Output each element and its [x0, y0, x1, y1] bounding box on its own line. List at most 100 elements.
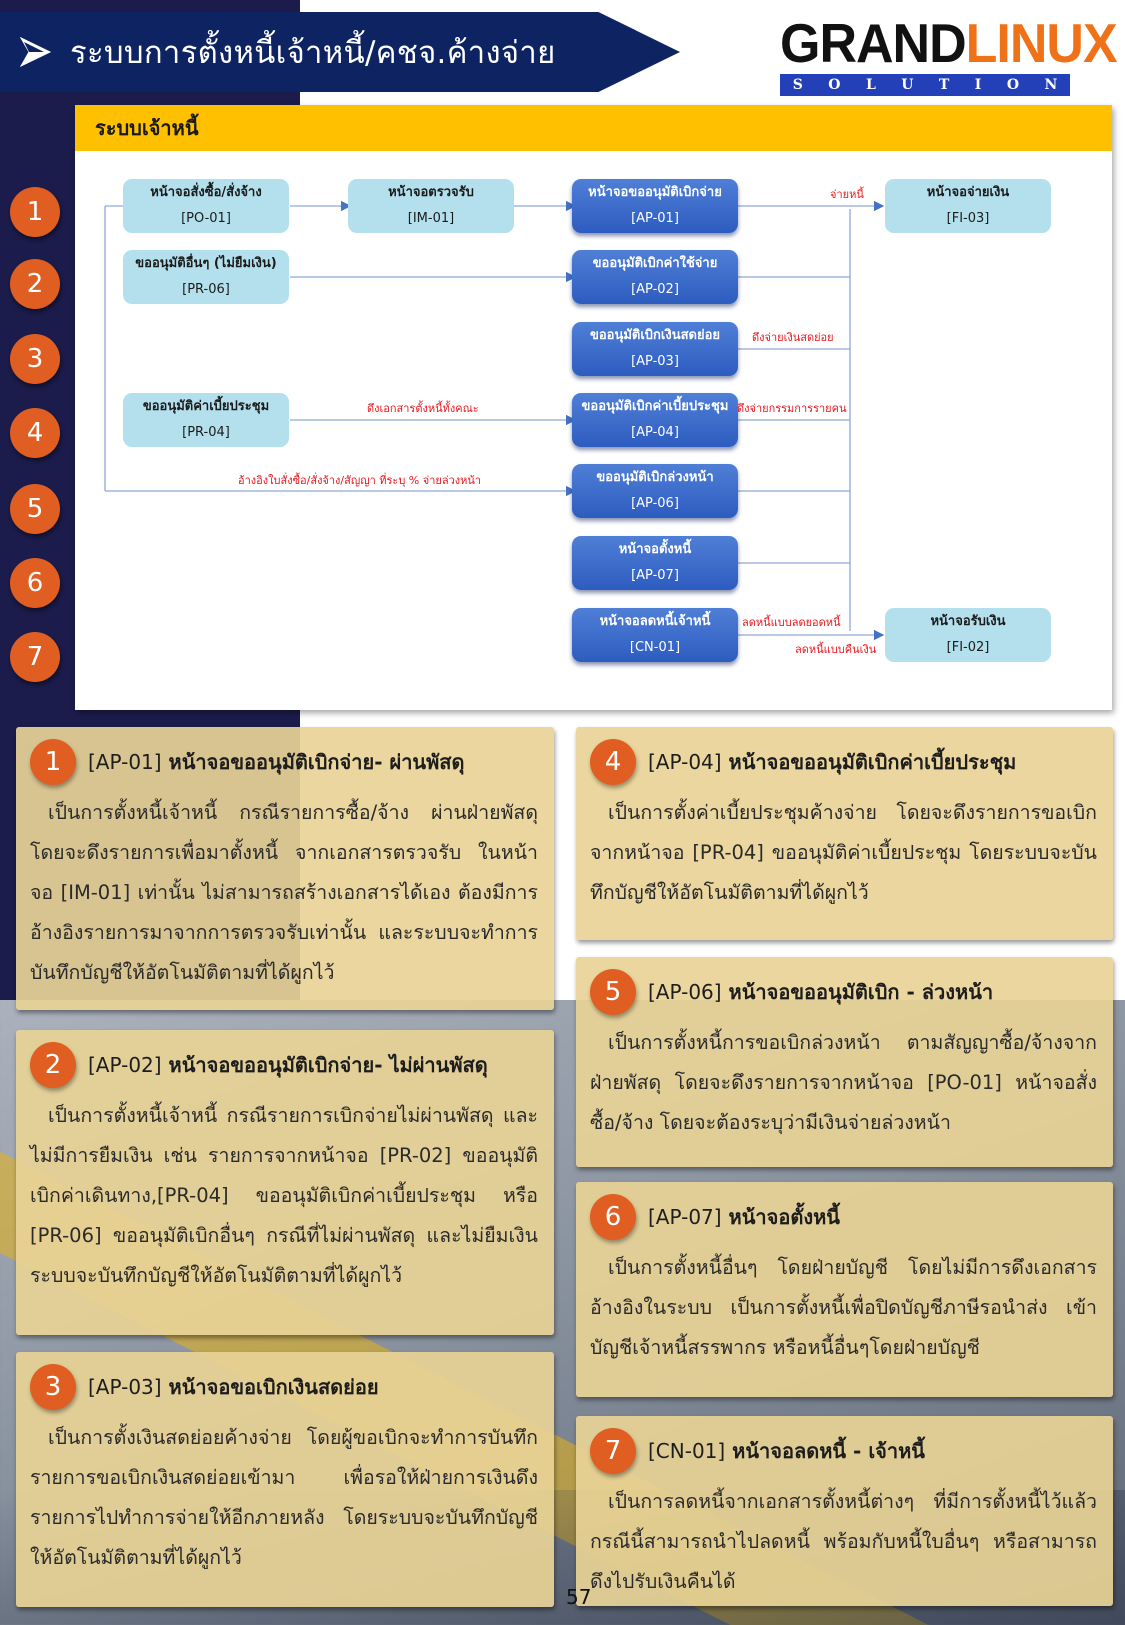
node-fi-03: หน้าจอจ่ายเงิน [FI-03] [885, 179, 1051, 233]
edge-label-meeting-all: ดึงเอกสารตั้งหนี้ทั้งคณะ [367, 402, 479, 415]
card-number-badge: 3 [30, 1364, 76, 1410]
node-code: [AP-01] [631, 211, 679, 226]
connector-lines [104, 200, 885, 641]
node-label: หน้าจอตรวจรับ [388, 185, 474, 200]
node-label: ขออนุมัติอื่นๆ (ไม่ยืมเงิน) [135, 256, 277, 271]
card-number-badge: 5 [590, 969, 636, 1015]
card-ap-01: 1 [AP-01] หน้าจอขออนุมัติเบิกจ่าย- ผ่านพ… [16, 727, 554, 1010]
card-body: เป็นการลดหนี้จากเอกสารตั้งหนี้ต่างๆ ที่ม… [590, 1490, 1097, 1593]
node-ap-06: ขออนุมัติเบิกล่วงหน้า [AP-06] [572, 464, 738, 518]
node-ap-07: หน้าจอตั้งหนี้ [AP-07] [572, 536, 738, 590]
node-label: หน้าจอสั่งซื้อ/สั่งจ้าง [150, 185, 262, 200]
node-code: [AP-03] [631, 354, 679, 369]
node-ap-01: หน้าจอขออนุมัติเบิกจ่าย [AP-01] [572, 179, 738, 233]
card-number-badge: 2 [30, 1042, 76, 1088]
logo-letter: N [1044, 77, 1058, 93]
diagram-header: ระบบเจ้าหนี้ [75, 105, 1112, 151]
node-pr-04: ขออนุมัติค่าเบี้ยประชุม [PR-04] [123, 393, 289, 447]
node-label: หน้าจอขออนุมัติเบิกจ่าย [588, 185, 722, 200]
flow-diagram-panel: ระบบเจ้าหนี้ [75, 105, 1112, 710]
step-number-5: 5 [10, 484, 60, 534]
node-label: หน้าจอลดหนี้เจ้าหนี้ [599, 614, 711, 629]
logo-letter: S [792, 77, 803, 93]
node-label: ขออนุมัติค่าเบี้ยประชุม [142, 399, 270, 414]
card-cn-01: 7 [CN-01] หน้าจอลดหนี้ - เจ้าหนี้ เป็นกา… [576, 1416, 1113, 1606]
card-title: [AP-07] หน้าจอตั้งหนี้ [648, 1205, 840, 1229]
page-title: ระบบการตั้งหนี้เจ้าหนี้/คชจ.ค้างจ่าย [70, 35, 556, 71]
edge-label-reduce-refund: ลดหนี้แบบคืนเงิน [795, 643, 877, 656]
edge-label-meeting-each: ดึงจ่ายกรรมการรายคน [737, 402, 847, 415]
page-number: 57 [566, 1585, 592, 1609]
card-number-badge: 4 [590, 739, 636, 785]
step-number-6: 6 [10, 558, 60, 608]
card-body: เป็นการตั้งหนี้เจ้าหนี้ กรณีรายการเบิกจ่… [30, 1104, 538, 1287]
node-label: ขออนุมัติเบิกล่วงหน้า [596, 470, 714, 485]
node-label: ขออนุมัติเบิกเงินสดย่อย [589, 328, 721, 343]
card-title: [AP-04] หน้าจอขออนุมัติเบิกค่าเบี้ยประชุ… [648, 750, 1017, 774]
node-ap-03: ขออนุมัติเบิกเงินสดย่อย [AP-03] [572, 322, 738, 376]
card-ap-07: 6 [AP-07] หน้าจอตั้งหนี้ เป็นการตั้งหนี้… [576, 1182, 1113, 1397]
card-title: [CN-01] หน้าจอลดหนี้ - เจ้าหนี้ [648, 1439, 925, 1463]
node-code: [PR-04] [182, 425, 230, 440]
node-cn-01: หน้าจอลดหนี้เจ้าหนี้ [CN-01] [572, 608, 738, 662]
node-label: ขออนุมัติเบิกค่าใช้จ่าย [592, 256, 718, 271]
logo-letter: O [1006, 77, 1020, 93]
title-banner: ระบบการตั้งหนี้เจ้าหนี้/คชจ.ค้างจ่าย [0, 12, 680, 92]
node-code: [AP-07] [631, 568, 679, 583]
node-code: [CN-01] [629, 640, 681, 655]
logo-letter: U [901, 77, 914, 93]
card-number-badge: 6 [590, 1194, 636, 1240]
edge-label-reduce-balance: ลดหนี้แบบลดยอดหนี้ [742, 616, 841, 629]
card-ap-02: 2 [AP-02] หน้าจอขออนุมัติเบิกจ่าย- ไม่ผ่… [16, 1030, 554, 1335]
card-body: เป็นการตั้งค่าเบี้ยประชุมค้างจ่าย โดยจะด… [590, 801, 1097, 904]
node-po-01: หน้าจอสั่งซื้อ/สั่งจ้าง [PO-01] [123, 179, 289, 233]
logo-letter: T [938, 77, 950, 93]
logo-word-grand: GRAND [780, 13, 967, 75]
step-number-7: 7 [10, 632, 60, 682]
node-code: [AP-06] [631, 496, 679, 511]
node-label: หน้าจอตั้งหนี้ [618, 542, 692, 557]
flow-diagram: หน้าจอสั่งซื้อ/สั่งจ้าง [PO-01] หน้าจอตร… [75, 151, 1112, 710]
arrowhead-bullet-icon [19, 36, 52, 68]
card-body: เป็นการตั้งหนี้เจ้าหนี้ กรณีรายการซื้อ/จ… [30, 801, 538, 984]
node-code: [IM-01] [407, 211, 455, 226]
edge-label-advance-ref: อ้างอิงใบสั่งซื้อ/สั่งจ้าง/สัญญา ที่ระบุ… [238, 474, 482, 487]
card-body: เป็นการตั้งเงินสดย่อยค้างจ่าย โดยผู้ขอเบ… [30, 1426, 538, 1569]
node-label: หน้าจอรับเงิน [930, 614, 1006, 629]
node-code: [FI-02] [946, 640, 990, 655]
node-code: [PO-01] [181, 211, 231, 226]
node-code: [FI-03] [946, 211, 990, 226]
node-fi-02: หน้าจอรับเงิน [FI-02] [885, 608, 1051, 662]
edge-label-pay-debt: จ่ายหนี้ [830, 188, 864, 201]
node-code: [AP-02] [631, 282, 679, 297]
step-number-4: 4 [10, 408, 60, 458]
edge-label-petty-cash: ดึงจ่ายเงินสดย่อย [752, 331, 834, 344]
card-title: [AP-02] หน้าจอขออนุมัติเบิกจ่าย- ไม่ผ่าน… [88, 1053, 488, 1077]
node-ap-02: ขออนุมัติเบิกค่าใช้จ่าย [AP-02] [572, 250, 738, 304]
banner-arrow-shape [0, 12, 680, 92]
node-code: [AP-04] [631, 425, 679, 440]
logo-letter: O [828, 77, 841, 93]
step-number-1: 1 [10, 187, 60, 237]
card-title: [AP-06] หน้าจอขออนุมัติเบิก - ล่วงหน้า [648, 980, 994, 1004]
logo-letter: I [974, 77, 982, 93]
card-title: [AP-01] หน้าจอขออนุมัติเบิกจ่าย- ผ่านพัส… [88, 750, 465, 774]
card-title: [AP-03] หน้าจอขอเบิกเงินสดย่อย [88, 1375, 379, 1399]
card-body: เป็นการตั้งหนี้อื่นๆ โดยฝ่ายบัญชี โดยไม่… [590, 1256, 1097, 1359]
node-pr-06: ขออนุมัติอื่นๆ (ไม่ยืมเงิน) [PR-06] [123, 250, 289, 304]
step-number-2: 2 [10, 259, 60, 309]
card-ap-06: 5 [AP-06] หน้าจอขออนุมัติเบิก - ล่วงหน้า… [576, 957, 1113, 1167]
card-ap-04: 4 [AP-04] หน้าจอขออนุมัติเบิกค่าเบี้ยประ… [576, 727, 1113, 940]
node-im-01: หน้าจอตรวจรับ [IM-01] [348, 179, 514, 233]
card-body: เป็นการตั้งหนี้การขอเบิกล่วงหน้า ตามสัญญ… [590, 1031, 1097, 1134]
grandlinux-logo: GRANDLINUX S O L U T I O N [780, 17, 1118, 98]
step-number-3: 3 [10, 334, 60, 384]
node-label: ขออนุมัติเบิกค่าเบี้ยประชุม [581, 399, 729, 414]
card-number-badge: 7 [590, 1428, 636, 1474]
node-code: [PR-06] [182, 282, 230, 297]
logo-word-linux: LINUX [965, 13, 1118, 75]
node-ap-04: ขออนุมัติเบิกค่าเบี้ยประชุม [AP-04] [572, 393, 738, 447]
card-number-badge: 1 [30, 739, 76, 785]
logo-wordmark: GRANDLINUX [780, 13, 1118, 75]
logo-tagline-bar: S O L U T I O N [780, 74, 1070, 96]
